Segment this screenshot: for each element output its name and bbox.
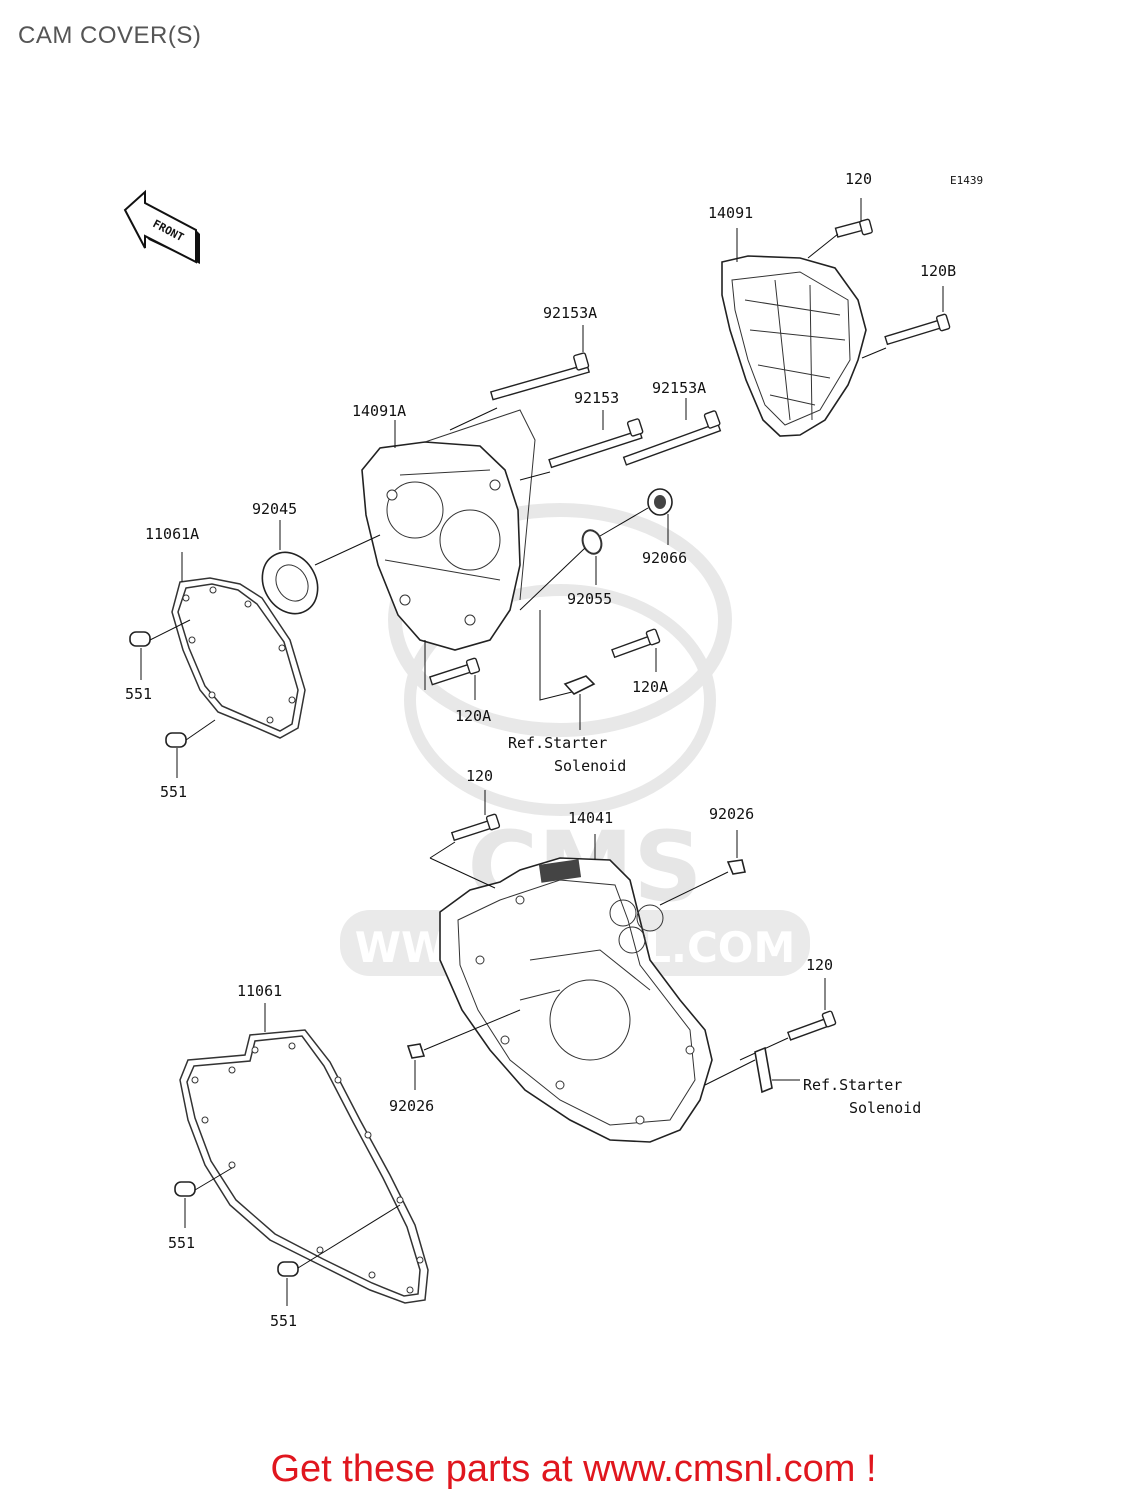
part-551-dowel-b — [165, 732, 187, 748]
label-11061A: 11061A — [145, 525, 199, 543]
bolt-120B — [884, 313, 951, 346]
label-92055: 92055 — [567, 590, 612, 608]
label-ref-starter-1-line2: Solenoid — [554, 757, 626, 775]
footer-link[interactable]: Get these parts at www.cmsnl.com ! — [270, 1448, 877, 1490]
label-120B: 120B — [920, 262, 956, 280]
ref-starter-bracket-2 — [754, 1046, 773, 1094]
part-14091A-cover — [361, 409, 536, 651]
label-ref-starter-2-line1: Ref.Starter — [803, 1076, 902, 1094]
bolt-92153A-right — [622, 410, 722, 466]
label-92026-bottom: 92026 — [389, 1097, 434, 1115]
bolt-120A-right — [611, 628, 661, 659]
label-551-b: 551 — [160, 783, 187, 801]
bolt-92153A-top — [489, 352, 591, 401]
part-92045-oil-seal — [261, 551, 319, 615]
label-551-c: 551 — [168, 1234, 195, 1252]
label-14091: 14091 — [708, 204, 753, 222]
part-551-dowel-a — [129, 631, 151, 647]
label-11061: 11061 — [237, 982, 282, 1000]
label-ref-starter-1-line1: Ref.Starter — [508, 734, 607, 752]
label-92045: 92045 — [252, 500, 297, 518]
label-14091A: 14091A — [352, 402, 406, 420]
part-92026-plug-bottom — [406, 1043, 426, 1059]
part-14041-cover — [439, 857, 713, 1143]
bolt-120-right — [787, 1010, 837, 1041]
bolt-120-mid — [450, 813, 501, 842]
part-11061-gasket — [179, 1029, 429, 1304]
front-arrow-icon: FRONT — [123, 189, 200, 264]
label-92153A-top: 92153A — [543, 304, 597, 322]
label-92066: 92066 — [642, 549, 687, 567]
ref-starter-bracket-1 — [563, 675, 596, 695]
part-551-dowel-c — [174, 1181, 196, 1197]
diagram-code: E1439 — [950, 174, 983, 187]
bolt-120A-left — [428, 657, 481, 686]
label-120-mid: 120 — [466, 767, 493, 785]
label-551-d: 551 — [270, 1312, 297, 1330]
label-551-a: 551 — [125, 685, 152, 703]
label-92026-top: 92026 — [709, 805, 754, 823]
bolt-120-top — [834, 218, 873, 238]
label-92153A-right: 92153A — [652, 379, 706, 397]
part-11061A-gasket — [171, 577, 306, 739]
label-92153: 92153 — [574, 389, 619, 407]
label-120-right: 120 — [806, 956, 833, 974]
label-14041: 14041 — [568, 809, 613, 827]
label-120A-right: 120A — [632, 678, 668, 696]
bolt-92153 — [548, 418, 644, 469]
part-92026-plug-top — [726, 859, 746, 875]
part-551-dowel-d — [277, 1261, 299, 1277]
part-14091-cover — [721, 255, 867, 437]
label-120A-left: 120A — [455, 707, 491, 725]
part-92055-o-ring — [581, 529, 603, 555]
part-92066-plug — [647, 488, 673, 516]
page-title: CAM COVER(S) — [18, 22, 202, 49]
label-ref-starter-2-line2: Solenoid — [849, 1099, 921, 1117]
label-120-top: 120 — [845, 170, 872, 188]
